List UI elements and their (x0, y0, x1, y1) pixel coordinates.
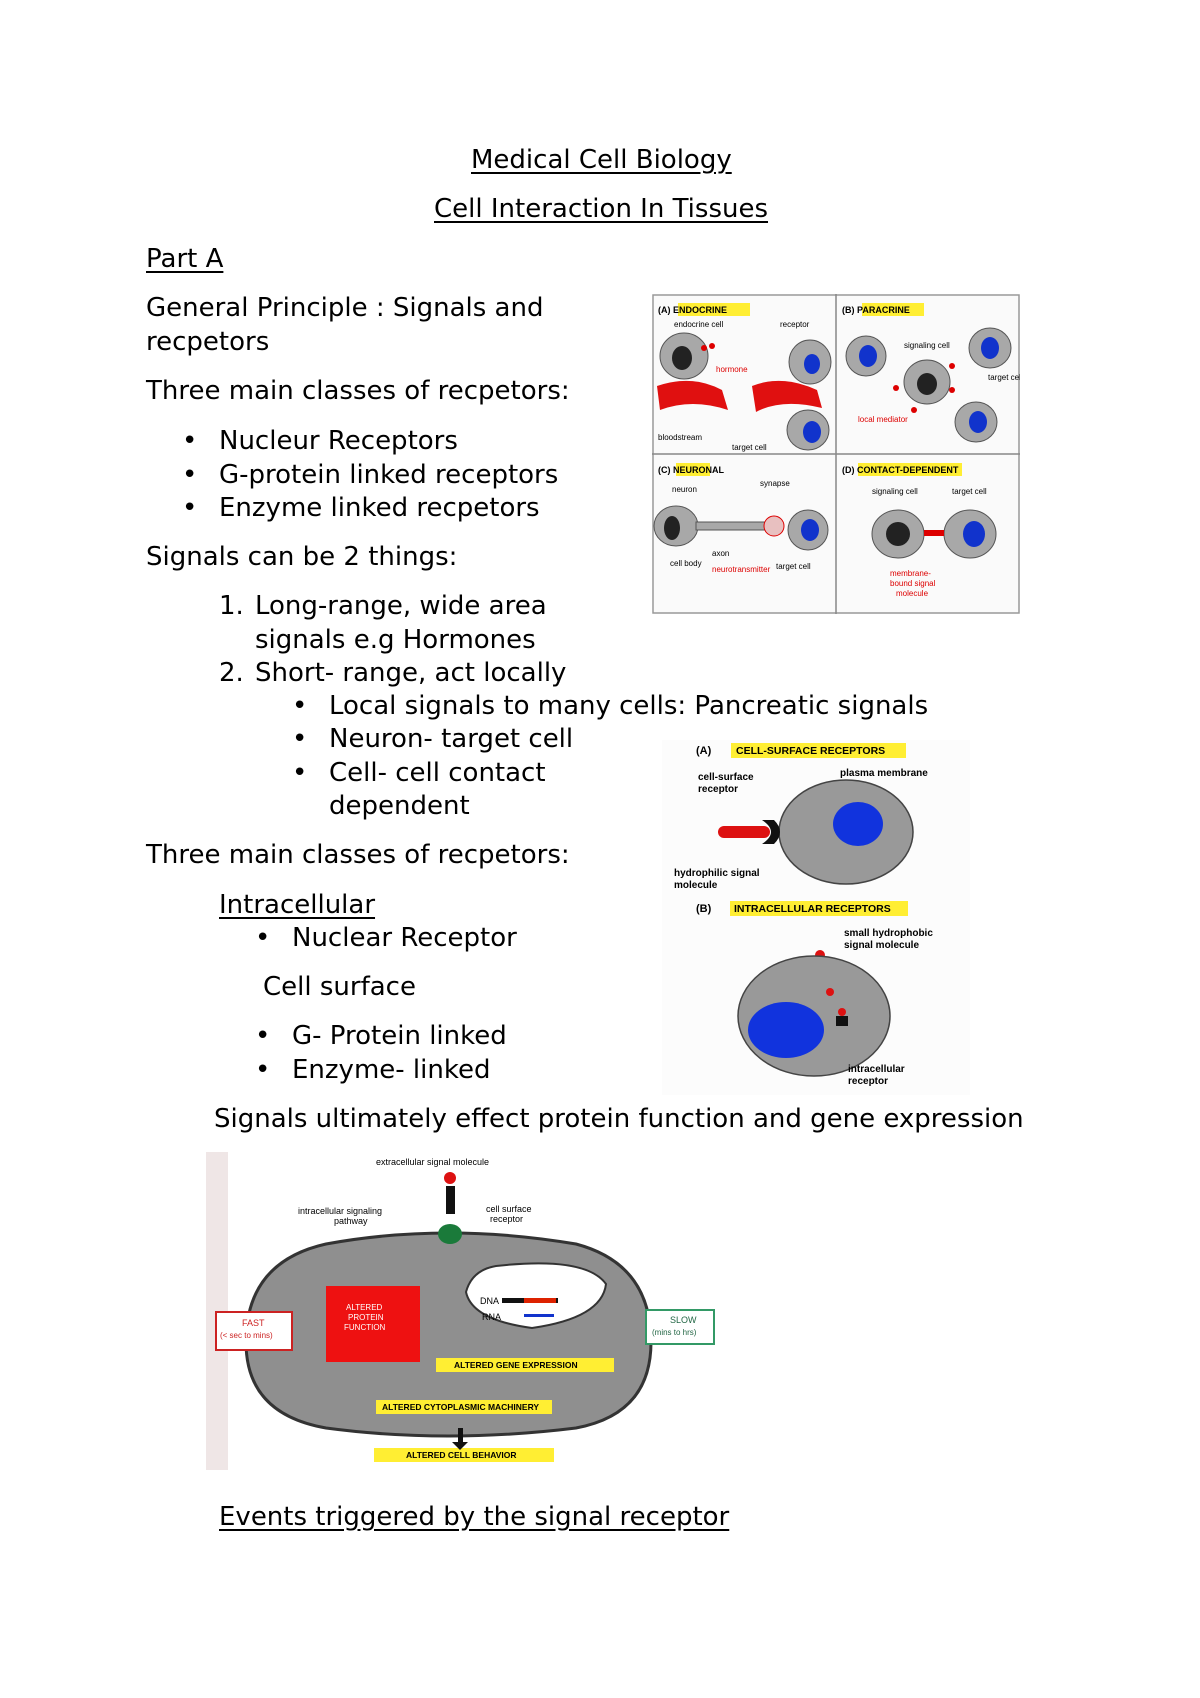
receptor-class-2: G-protein linked receptors (219, 460, 559, 490)
svg-text:receptor: receptor (490, 1214, 523, 1224)
list-item: • (292, 724, 308, 754)
receptor-panel-a-tag: (A) (696, 745, 712, 757)
list-number: 2. (219, 658, 244, 688)
svg-text:plasma membrane: plasma membrane (840, 768, 928, 779)
classes-heading: Three main classes of recpetors: (146, 376, 570, 406)
list-item: • (292, 758, 308, 788)
receptor-class-3: Enzyme linked recpetors (219, 493, 540, 523)
signals-heading: Signals can be 2 things: (146, 542, 458, 572)
local-signal-2: Neuron- target cell (329, 724, 574, 754)
svg-text:bound signal: bound signal (890, 579, 936, 588)
receptor-panel-a-title: CELL-SURFACE RECEPTORS (736, 745, 885, 757)
svg-text:bloodstream: bloodstream (658, 433, 702, 442)
signaling-modes-figure: (A) ENDOCRINE endocrine cell receptor ho… (652, 294, 1020, 614)
effect-line: Signals ultimately effect protein functi… (214, 1104, 1024, 1134)
svg-text:cell surface: cell surface (486, 1204, 532, 1214)
svg-text:FUNCTION: FUNCTION (344, 1323, 386, 1332)
svg-text:molecule: molecule (674, 880, 718, 891)
list-item: • (255, 1055, 271, 1085)
list-item: • (255, 923, 271, 953)
panel-c-tag: (C) NEURONAL (658, 465, 724, 475)
svg-text:hydrophilic signal: hydrophilic signal (674, 868, 760, 879)
svg-text:extracellular signal molecule: extracellular signal molecule (376, 1157, 489, 1167)
signal-type-1-line-2: signals e.g Hormones (255, 625, 536, 655)
receptor-panel-b-tag: (B) (696, 903, 712, 915)
page-title: Medical Cell Biology (471, 145, 732, 175)
svg-text:local mediator: local mediator (858, 415, 908, 424)
svg-text:signaling cell: signaling cell (904, 341, 950, 350)
svg-text:receptor: receptor (780, 320, 810, 329)
signaling-pathway-figure: extracellular signal molecule intracellu… (206, 1152, 716, 1470)
svg-text:target cell: target cell (732, 443, 767, 452)
list-item: • (182, 493, 198, 523)
receptor-types-figure: (A) CELL-SURFACE RECEPTORS cell-surface … (662, 740, 970, 1095)
principle-line-1: General Principle : Signals and (146, 293, 544, 323)
intracellular-heading: Intracellular (219, 890, 376, 920)
svg-text:small hydrophobic: small hydrophobic (844, 928, 933, 939)
list-number: 1. (219, 591, 244, 621)
intracellular-item-1: Nuclear Receptor (292, 923, 517, 953)
panel-d-tag: (D) CONTACT-DEPENDENT (842, 465, 959, 475)
svg-text:signaling cell: signaling cell (872, 487, 918, 496)
cell-surface-item-1: G- Protein linked (292, 1021, 507, 1051)
principle-line-2: recpetors (146, 327, 270, 357)
svg-text:DNA: DNA (480, 1296, 499, 1306)
svg-text:pathway: pathway (334, 1216, 368, 1226)
svg-text:endocrine cell: endocrine cell (674, 320, 724, 329)
page-subtitle: Cell Interaction In Tissues (434, 194, 769, 224)
svg-text:hormone: hormone (716, 365, 748, 374)
svg-text:neurotransmitter: neurotransmitter (712, 565, 771, 574)
svg-text:PROTEIN: PROTEIN (348, 1313, 384, 1322)
panel-a-tag: (A) ENDOCRINE (658, 305, 727, 315)
svg-text:intracellular: intracellular (848, 1064, 905, 1075)
signal-type-2-line-1: Short- range, act locally (255, 658, 567, 688)
cell-surface-heading: Cell surface (263, 972, 416, 1002)
signal-type-1-line-1: Long-range, wide area (255, 591, 547, 621)
svg-text:intracellular signaling: intracellular signaling (298, 1206, 382, 1216)
cell-surface-item-2: Enzyme- linked (292, 1055, 491, 1085)
svg-text:target cell: target cell (776, 562, 811, 571)
svg-text:ALTERED: ALTERED (346, 1303, 383, 1312)
svg-text:ALTERED CELL BEHAVIOR: ALTERED CELL BEHAVIOR (406, 1450, 517, 1460)
events-heading: Events triggered by the signal receptor (219, 1502, 730, 1532)
receptor-class-1: Nucleur Receptors (219, 426, 458, 456)
receptor-panel-b-title: INTRACELLULAR RECEPTORS (734, 903, 891, 915)
panel-b-tag: (B) PARACRINE (842, 305, 910, 315)
svg-text:cell body: cell body (670, 559, 702, 568)
svg-text:receptor: receptor (698, 784, 738, 795)
svg-text:cell-surface: cell-surface (698, 772, 754, 783)
svg-text:signal molecule: signal molecule (844, 940, 919, 951)
svg-text:target cells: target cells (988, 373, 1020, 382)
svg-text:RNA: RNA (482, 1312, 501, 1322)
list-item: • (182, 426, 198, 456)
svg-text:ALTERED CYTOPLASMIC MACHINERY: ALTERED CYTOPLASMIC MACHINERY (382, 1402, 539, 1412)
svg-text:SLOW: SLOW (670, 1315, 697, 1325)
list-item: • (182, 460, 198, 490)
svg-text:(mins to hrs): (mins to hrs) (652, 1328, 697, 1337)
svg-text:receptor: receptor (848, 1076, 888, 1087)
svg-text:membrane-: membrane- (890, 569, 931, 578)
part-label: Part A (146, 244, 224, 274)
svg-text:target cell: target cell (952, 487, 987, 496)
svg-text:ALTERED GENE EXPRESSION: ALTERED GENE EXPRESSION (454, 1360, 578, 1370)
svg-text:synapse: synapse (760, 479, 790, 488)
list-item: • (255, 1021, 271, 1051)
classes-heading-2: Three main classes of recpetors: (146, 840, 570, 870)
svg-text:FAST: FAST (242, 1318, 265, 1328)
svg-text:axon: axon (712, 549, 729, 558)
svg-text:(< sec to mins): (< sec to mins) (220, 1331, 273, 1340)
local-signal-3-line-1: Cell- cell contact (329, 758, 546, 788)
svg-text:neuron: neuron (672, 485, 697, 494)
local-signal-3-line-2: dependent (329, 791, 470, 821)
local-signal-1: Local signals to many cells: Pancreatic … (329, 691, 929, 721)
list-item: • (292, 691, 308, 721)
svg-text:molecule: molecule (896, 589, 929, 598)
